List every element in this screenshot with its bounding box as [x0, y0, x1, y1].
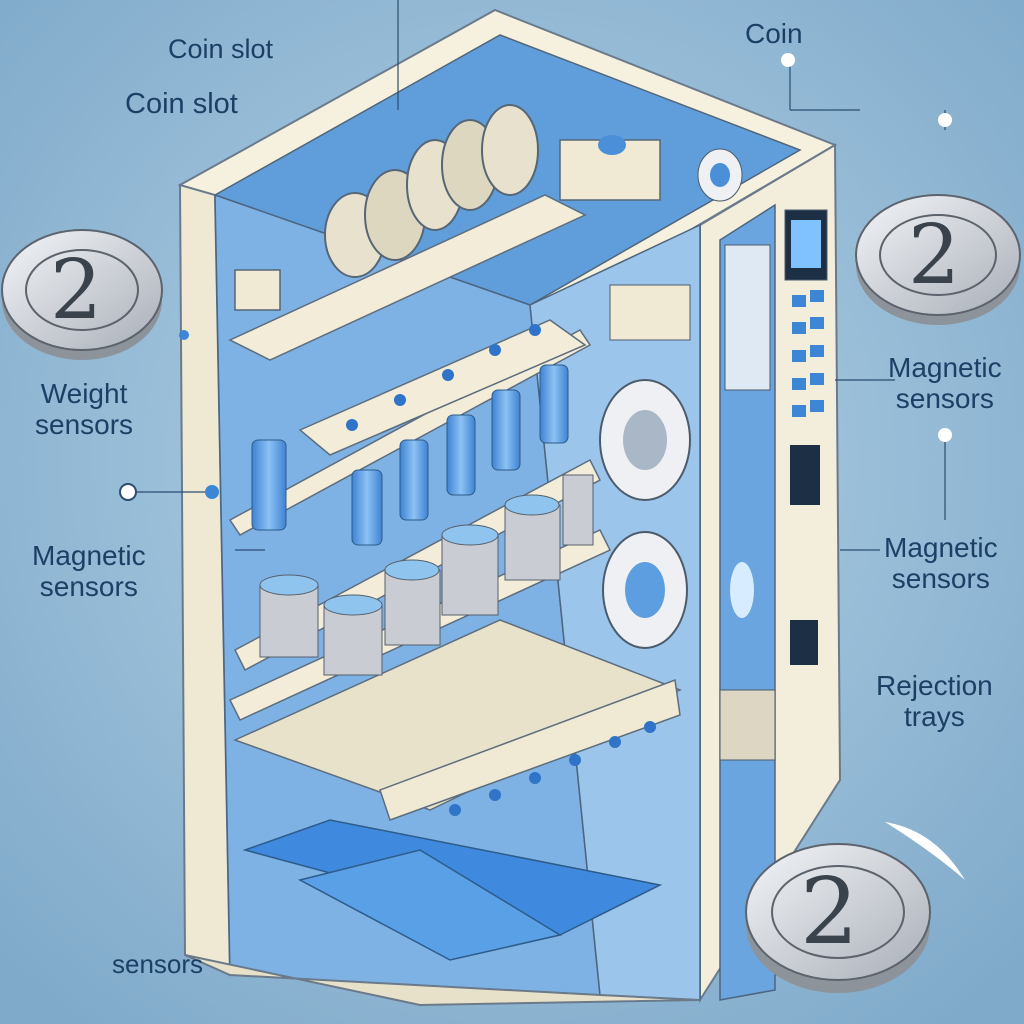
label-weight-sensors: Weight sensors [35, 378, 133, 441]
label-coin: Coin [745, 18, 803, 49]
label-magnetic-sensors-left: Magnetic sensors [32, 540, 146, 603]
label-rejection-trays-line1: Rejection [876, 670, 993, 701]
coin-tubes [251, 364, 569, 546]
label-magnetic-sensors-left-line1: Magnetic [32, 540, 146, 571]
callout-dot-coin [781, 53, 795, 67]
label-rejection-trays: Rejection trays [876, 670, 993, 733]
callout-dot-cabinet-edge [179, 330, 189, 340]
validation-gears [599, 148, 743, 649]
keypad-buttons [792, 290, 824, 417]
callout-dot-left [119, 483, 137, 501]
label-magnetic-sensors-right-top: Magnetic sensors [888, 352, 1002, 415]
coin-left [1, 229, 163, 360]
label-weight-sensors-line1: Weight [40, 378, 128, 409]
coin-right [855, 194, 1021, 325]
label-magnetic-sensors-right-bottom: Magnetic sensors [884, 532, 998, 595]
coin-bottom-value: 2 [800, 858, 859, 965]
label-magnetic-sensors-right-top-line2: sensors [895, 383, 994, 415]
label-magnetic-sensors-left-line2: sensors [39, 571, 138, 603]
control-panel [719, 209, 828, 761]
coin-bottom [745, 843, 931, 993]
label-magnetic-sensors-right-bottom-line1: Magnetic [884, 532, 998, 563]
label-coin-slot: Coin slot [125, 88, 238, 120]
coin-stacks [259, 474, 594, 676]
label-sensors-bottom: sensors [112, 949, 204, 979]
callout-dot-right-mid [938, 428, 952, 442]
coin-left-value: 2 [50, 243, 103, 338]
callout-dot-right-top [938, 113, 952, 127]
coin-sorting-wheels [234, 104, 661, 311]
label-magnetic-sensors-right-top-line1: Magnetic [888, 352, 1002, 383]
label-weight-sensors-line2: sensors [35, 409, 134, 441]
coin-right-value: 2 [908, 208, 961, 303]
callout-dot-left-inner [205, 485, 219, 499]
label-rejection-trays-line2: trays [904, 701, 965, 733]
label-coin-slot-top: Coin slot [168, 34, 274, 64]
label-magnetic-sensors-right-bottom-line2: sensors [891, 563, 990, 595]
